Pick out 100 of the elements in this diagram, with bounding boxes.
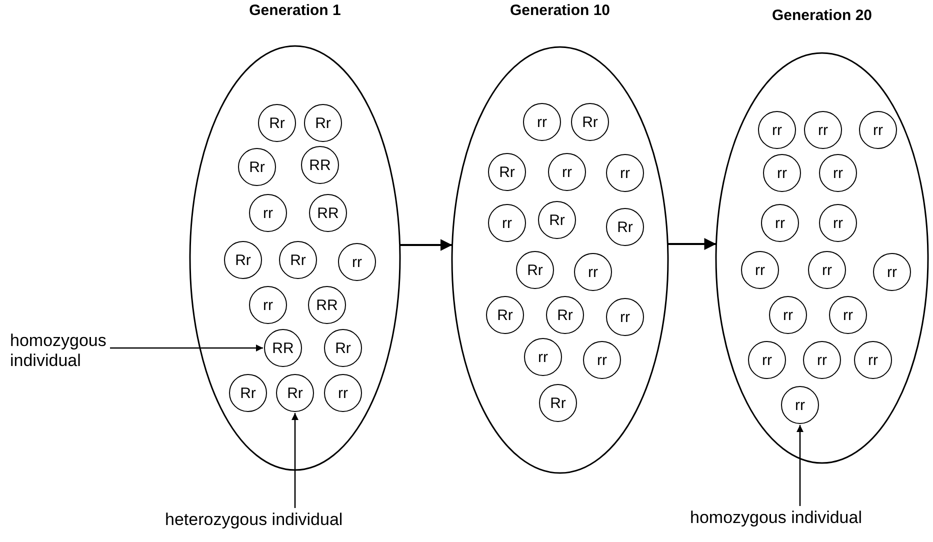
individual-circle [308,286,346,324]
arrow [400,239,452,251]
genotype-label: Rr [527,262,543,278]
genotype-label: Rr [335,340,351,356]
individual-circle [606,298,644,336]
genotype-label: rr [538,350,548,364]
individual-circle [548,153,586,191]
individual-circle [324,374,362,412]
genotype-label: rr [795,398,805,412]
genotype-label: rr [868,352,878,368]
genotype-label: rr [263,206,273,220]
individual-circle [854,341,892,379]
individual-circle [741,251,779,289]
individual-circle [758,111,796,149]
genotype-label: RR [317,206,339,220]
leader-line [292,413,298,508]
genotype-label: rr [537,114,547,130]
individual-circle [258,104,296,142]
individual-circle [301,146,339,184]
individual-circle [539,384,577,422]
individual-circle [538,201,576,239]
individual-circle [324,329,362,367]
individual-circle [516,251,554,289]
genotype-label: Rr [269,116,285,130]
individual-circle [873,253,911,291]
individual-circle [804,111,842,149]
genotype-label: Rr [287,386,303,400]
individual-circle [524,338,562,376]
genotype-label: rr [783,308,793,322]
genotype-label: rr [772,122,782,138]
annotation-label: heterozygous individual [165,510,415,530]
individual-circle [583,341,621,379]
generation-heading: Generation 1 [249,2,341,19]
individual-circle [769,296,807,334]
genotype-label: rr [755,262,765,278]
genotype-label: Rr [499,164,515,180]
leader-line [110,344,263,352]
individual-circle [763,154,801,192]
individual-circle [761,204,799,242]
individual-circle [238,148,276,186]
genotype-label: Rr [557,308,573,322]
genotype-label: rr [777,166,787,180]
genotype-label: rr [822,262,832,278]
individual-circle [488,204,526,242]
individual-circle [229,374,267,412]
generation-heading: Generation 10 [510,2,610,19]
individual-circle [276,374,314,412]
individual-circle [859,111,897,149]
individual-circle [606,208,644,246]
genotype-label: rr [887,264,897,280]
arrow [668,238,716,250]
genotype-label: Rr [290,252,306,268]
genotype-label: Rr [315,116,331,130]
individual-circle [808,251,846,289]
individual-circle [781,386,819,424]
individual-circle [249,286,287,324]
genotype-label: rr [352,254,362,270]
individual-circle [606,154,644,192]
genotype-label: rr [597,352,607,368]
genotype-label: rr [562,164,572,180]
individual-circle [279,241,317,279]
genotype-label: Rr [240,386,256,400]
genotype-label: Rr [497,308,513,322]
annotation-label: homozygous individual [690,508,933,528]
individual-circle [309,194,347,232]
leader-line [796,425,804,506]
genotype-label: rr [873,122,883,138]
genotype-label: rr [833,166,843,180]
genotype-label: Rr [235,252,251,268]
individual-circle [224,241,262,279]
genotype-label: rr [775,216,785,230]
genotype-label: rr [620,310,630,324]
individual-circle [819,204,857,242]
genotype-label: RR [309,158,331,172]
genotype-label: Rr [582,114,598,130]
individual-circle [829,296,867,334]
genotype-label: rr [762,352,772,368]
genotype-label: Rr [550,396,566,410]
genotype-label: rr [843,308,853,322]
genotype-label: rr [833,216,843,230]
individual-circle [546,296,584,334]
individual-circle [249,194,287,232]
individual-circle [488,153,526,191]
genotype-label: rr [338,386,348,400]
genotype-label: rr [588,264,598,280]
genotype-label: RR [316,298,338,312]
generation-heading: Generation 20 [772,7,872,24]
annotation-label: homozygous individual [10,331,110,371]
genotype-label: rr [818,122,828,138]
individual-circle [304,104,342,142]
genotype-label: rr [620,166,630,180]
genotype-label: Rr [617,220,633,234]
individual-circle [574,253,612,291]
individual-circle [819,154,857,192]
individual-circle [338,243,376,281]
individual-circle [264,329,302,367]
individual-circle [571,103,609,141]
individual-circle [523,103,561,141]
individual-circle [748,341,786,379]
genotype-label: Rr [549,212,565,228]
